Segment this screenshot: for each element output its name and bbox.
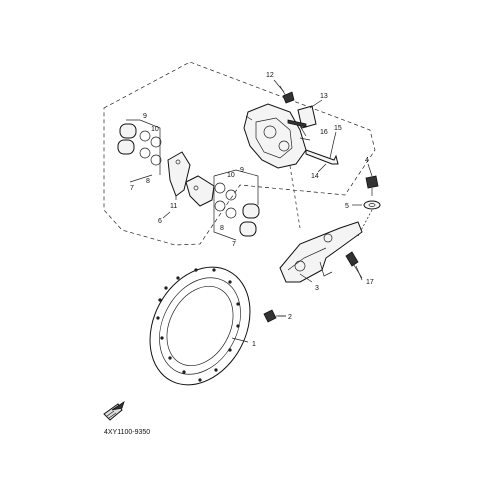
callout-8: 8 [146, 178, 150, 185]
right-piston-set [213, 169, 260, 241]
callout-16: 16 [320, 129, 328, 136]
bracket-bolt [365, 175, 379, 189]
caliper-body [243, 103, 307, 169]
piston-right-lower [239, 221, 257, 237]
pad-pin [287, 119, 307, 128]
seal-ring [225, 189, 237, 201]
bleed-screw [282, 91, 295, 104]
disc-bolt [263, 309, 277, 323]
seal-ring [139, 147, 151, 159]
callout-17: 17 [366, 279, 374, 286]
seal-ring [214, 200, 226, 212]
callout-2: 2 [288, 314, 292, 321]
callout-15: 15 [334, 125, 342, 132]
leader-lines [162, 79, 373, 343]
callout-12: 12 [266, 72, 274, 79]
piston-left-upper [119, 123, 137, 139]
callout-14: 14 [311, 173, 319, 180]
piston-left-lower [117, 139, 135, 155]
piston-right-upper [242, 203, 260, 219]
brake-disc [149, 266, 251, 386]
callout-7: 7 [232, 241, 236, 248]
left-piston-set [117, 119, 162, 183]
seal-ring [150, 136, 162, 148]
callout-11: 11 [170, 203, 177, 210]
callout-1: 1 [252, 341, 256, 348]
callout-6: 6 [158, 218, 162, 225]
pad-spring-clip [297, 105, 317, 129]
seal-ring [150, 154, 162, 166]
callout-3: 3 [315, 285, 319, 292]
caliper-bracket [279, 221, 363, 283]
kit-boundary-outline [103, 61, 376, 246]
washer [363, 200, 381, 210]
callout-9: 9 [143, 113, 147, 120]
brake-pad-right [185, 175, 215, 207]
callout-5: 5 [345, 203, 349, 210]
brake-pad-left [167, 151, 191, 197]
callout-10: 10 [227, 172, 235, 179]
callout-9: 9 [240, 167, 244, 174]
callout-4: 4 [365, 157, 369, 164]
bracket-bolt-assembly [357, 175, 381, 237]
seal-ring [214, 182, 226, 194]
seal-ring [139, 130, 151, 142]
callout-7: 7 [130, 185, 134, 192]
part-code-label: 4XY1100-9350 [104, 429, 150, 436]
callout-13: 13 [320, 93, 328, 100]
front-direction-icon [103, 401, 125, 421]
callout-10: 10 [151, 126, 159, 133]
bracket-screw [345, 251, 359, 267]
seal-ring [225, 207, 237, 219]
caliper-pin-bolt [305, 149, 339, 165]
callout-8: 8 [220, 225, 224, 232]
